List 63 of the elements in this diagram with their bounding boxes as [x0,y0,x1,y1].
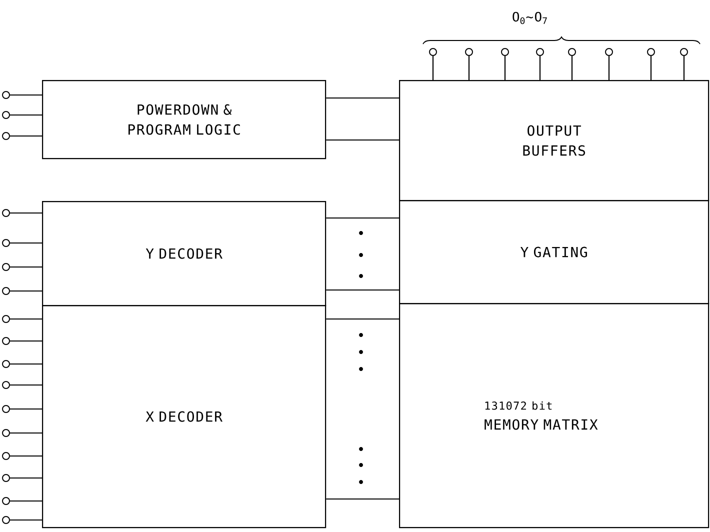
pin-terminal [2,111,10,119]
gating-block: Y GATING [399,200,710,304]
pin-terminal [2,360,10,368]
pin-terminal [2,263,10,271]
pin-line [10,94,42,96]
output-buffer-block: OUTPUT BUFFERS [399,80,710,202]
pin-line [10,290,42,292]
pin-terminal [465,48,473,56]
pin-line [539,56,541,80]
bus-line [326,318,399,320]
pin-terminal [568,48,576,56]
decoder-block: Y DECODER [42,201,326,306]
pin-terminal [2,381,10,389]
decoder-block: X DECODER [42,305,326,528]
pin-terminal [2,497,10,505]
pin-line [10,477,42,479]
pin-terminal [2,474,10,482]
pin-terminal [2,315,10,323]
memory-matrix-block: 131072 bit MEMORY MATRIX [399,303,710,528]
pin-line [10,212,42,214]
pin-line [10,408,42,410]
pin-terminal [680,48,688,56]
pin-line [468,56,470,80]
pin-line [504,56,506,80]
pin-line [571,56,573,80]
pin-terminal [2,239,10,247]
pin-line [10,318,42,320]
pin-line [10,135,42,137]
pin-terminal [2,91,10,99]
bus-line [326,498,399,500]
pin-line [10,455,42,457]
pin-terminal [2,516,10,524]
pin-line [432,56,434,80]
pin-line [10,519,42,521]
pin-line [10,242,42,244]
pin-terminal [2,405,10,413]
pin-terminal [2,452,10,460]
pin-line [10,114,42,116]
pin-terminal [501,48,509,56]
pin-terminal [2,337,10,345]
pin-line [10,384,42,386]
logic-block: POWERDOWN & PROGRAM LOGIC [42,80,326,160]
pin-terminal [605,48,613,56]
pin-group-label: O$_{0}$~O$_{7}$ [512,12,547,24]
bus-line [326,97,399,99]
pin-terminal [429,48,437,56]
pin-terminal [647,48,655,56]
pin-line [608,56,610,80]
pin-terminal [2,209,10,217]
pin-terminal [2,132,10,140]
bus-line [326,217,399,219]
pin-line [650,56,652,80]
pin-line [10,363,42,365]
pin-terminal [2,429,10,437]
pin-line [683,56,685,80]
bus-line [326,139,399,141]
pin-line [10,266,42,268]
pin-line [10,340,42,342]
pin-line [10,432,42,434]
pin-terminal [2,287,10,295]
bus-line [326,289,399,291]
pin-terminal [536,48,544,56]
pin-line [10,500,42,502]
